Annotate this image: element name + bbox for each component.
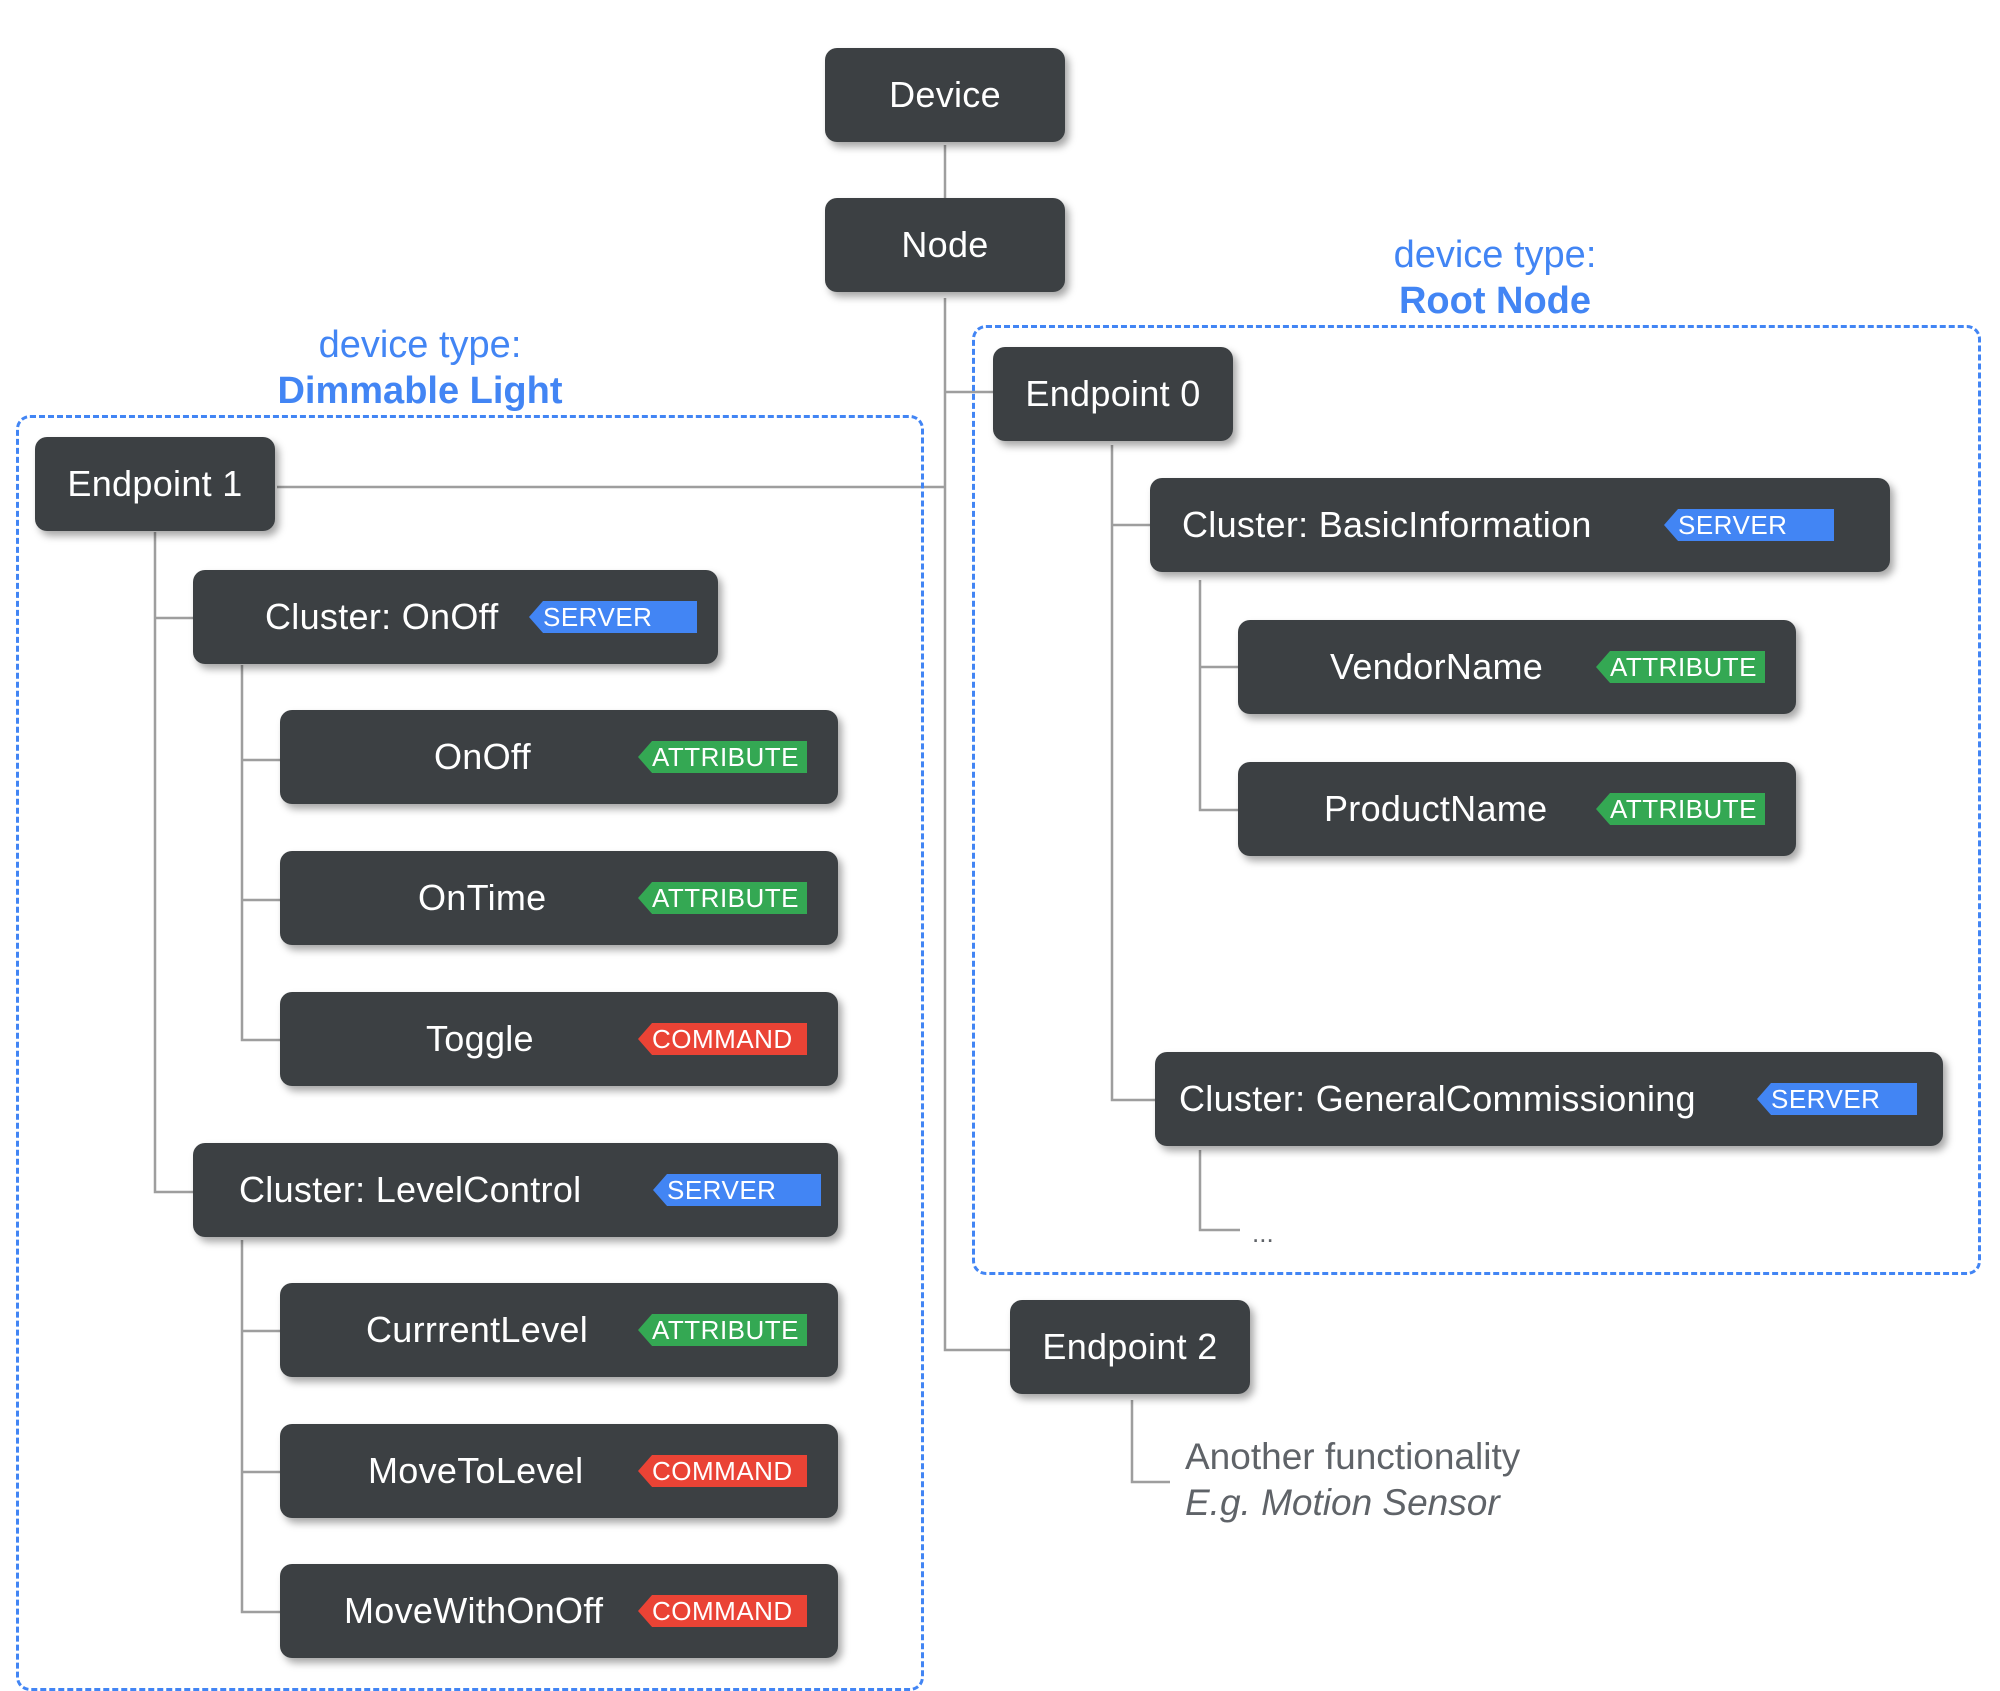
endpoint-2-note: Another functionality E.g. Motion Sensor — [1185, 1434, 1520, 1526]
productname-attribute-box: ProductName ATTRIBUTE — [1238, 762, 1796, 856]
root-node-device-type: device type: Root Node — [1300, 232, 1690, 324]
cluster-label: Cluster: LevelControl — [239, 1169, 582, 1210]
cluster-label: Cluster: BasicInformation — [1182, 504, 1592, 545]
connector-endpoint2-note — [1130, 1400, 1170, 1484]
attribute-label: OnTime — [418, 877, 547, 918]
attribute-tag: ATTRIBUTE — [638, 882, 807, 914]
device-box: Device — [825, 48, 1065, 142]
server-tag: SERVER — [653, 1174, 821, 1206]
node-label: Node — [901, 224, 989, 265]
command-tag: COMMAND — [638, 1023, 807, 1055]
server-tag: SERVER — [529, 601, 697, 633]
device-label: Device — [889, 74, 1001, 115]
command-label: Toggle — [426, 1018, 534, 1059]
cluster-onoff-box: Cluster: OnOff SERVER — [193, 570, 718, 664]
connector-endpoint1-trunk — [153, 532, 193, 1194]
connector-levelcontrol-trunk — [240, 1240, 280, 1614]
device-type-name: Dimmable Light — [277, 370, 563, 412]
note-line-1: Another functionality — [1185, 1436, 1521, 1477]
connector-endpoint0-trunk — [1110, 445, 1155, 1102]
connector-node-trunk — [943, 298, 1010, 1352]
cluster-basicinformation-box: Cluster: BasicInformation SERVER — [1150, 478, 1890, 572]
attribute-label: OnOff — [434, 736, 531, 777]
device-type-name: Root Node — [1398, 280, 1592, 322]
endpoint-label: Endpoint 2 — [1042, 1326, 1218, 1367]
connector-onoff-trunk — [240, 665, 280, 1042]
cluster-generalcommissioning-box: Cluster: GeneralCommissioning SERVER — [1155, 1052, 1943, 1146]
server-tag: SERVER — [1664, 509, 1834, 541]
cluster-levelcontrol-box: Cluster: LevelControl SERVER — [193, 1143, 838, 1237]
device-type-prefix: device type: — [1393, 234, 1597, 276]
device-type-prefix: device type: — [318, 324, 522, 366]
command-tag: COMMAND — [638, 1595, 807, 1627]
command-tag: COMMAND — [638, 1455, 807, 1487]
command-label: MoveWithOnOff — [344, 1590, 604, 1631]
node-box: Node — [825, 198, 1065, 292]
endpoint-2-box: Endpoint 2 — [1010, 1300, 1250, 1394]
endpoint-1-box: Endpoint 1 — [35, 437, 275, 531]
endpoint-label: Endpoint 1 — [67, 463, 243, 504]
cluster-label: Cluster: OnOff — [265, 596, 499, 637]
cluster-label: Cluster: GeneralCommissioning — [1179, 1078, 1696, 1119]
dimmable-light-device-type: device type: Dimmable Light — [220, 322, 620, 414]
command-label: MoveToLevel — [368, 1450, 584, 1491]
connector-basicinfo-trunk — [1198, 580, 1238, 812]
endpoint-label: Endpoint 0 — [1025, 373, 1201, 414]
currentlevel-attribute-box: CurrrentLevel ATTRIBUTE — [280, 1283, 838, 1377]
attribute-label: VendorName — [1330, 646, 1544, 687]
ontime-attribute-box: OnTime ATTRIBUTE — [280, 851, 838, 945]
more-children-ellipsis: ... — [1252, 1218, 1274, 1248]
movetolevel-command-box: MoveToLevel COMMAND — [280, 1424, 838, 1518]
movewithonoff-command-box: MoveWithOnOff COMMAND — [280, 1564, 838, 1658]
attribute-tag: ATTRIBUTE — [1596, 793, 1765, 825]
attribute-tag: ATTRIBUTE — [638, 1314, 807, 1346]
root-node-group — [972, 325, 1981, 1275]
vendorname-attribute-box: VendorName ATTRIBUTE — [1238, 620, 1796, 714]
onoff-attribute-box: OnOff ATTRIBUTE — [280, 710, 838, 804]
note-line-2: E.g. Motion Sensor — [1185, 1482, 1500, 1523]
endpoint-0-box: Endpoint 0 — [993, 347, 1233, 441]
toggle-command-box: Toggle COMMAND — [280, 992, 838, 1086]
attribute-label: ProductName — [1324, 788, 1548, 829]
attribute-label: CurrrentLevel — [366, 1309, 588, 1350]
attribute-tag: ATTRIBUTE — [638, 741, 807, 773]
connector-generalcomm-ellipsis — [1198, 1150, 1240, 1232]
attribute-tag: ATTRIBUTE — [1596, 651, 1765, 683]
server-tag: SERVER — [1757, 1083, 1917, 1115]
